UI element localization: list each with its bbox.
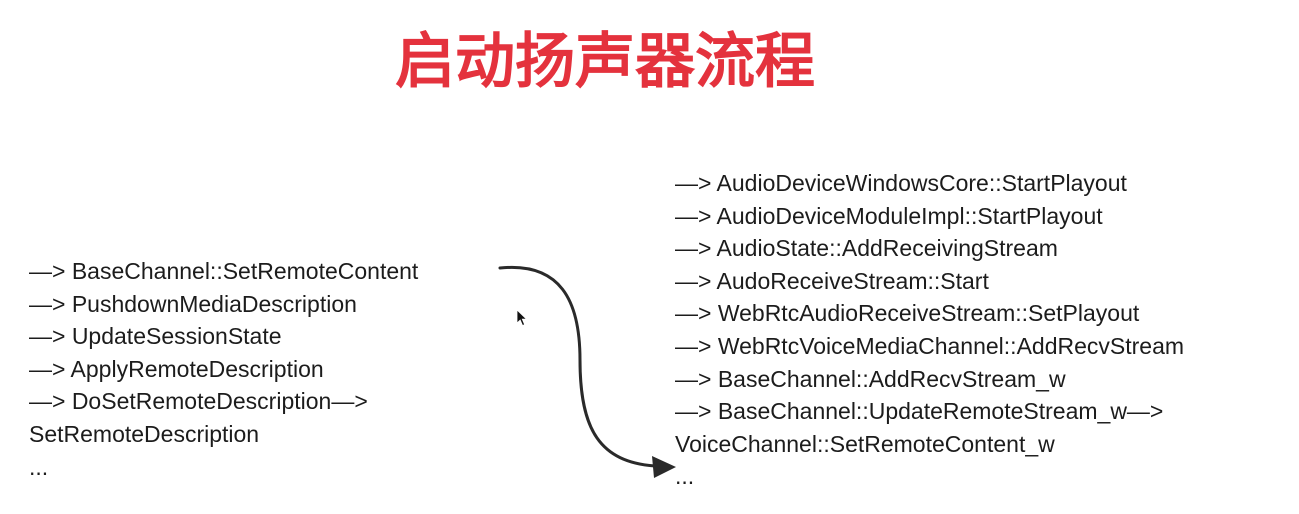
connector-arrowhead: [652, 456, 676, 478]
left-step-5: —> DoSetRemoteDescription—>: [29, 388, 368, 415]
left-call-chain: —> BaseChannel::SetRemoteContent —> Push…: [29, 255, 418, 483]
right-step-1: —> AudioDeviceWindowsCore::StartPlayout: [675, 170, 1127, 196]
right-step-4: —> AudoReceiveStream::Start: [675, 267, 989, 294]
right-call-chain: —> AudioDeviceWindowsCore::StartPlayout …: [675, 167, 1184, 493]
right-step-2: —> AudioDeviceModuleImpl::StartPlayout: [675, 202, 1103, 229]
left-step-6: SetRemoteDescription: [29, 420, 260, 447]
right-step-7: —> BaseChannel::AddRecvStream_w: [675, 365, 1066, 392]
right-step-5: —> WebRtcAudioReceiveStream::SetPlayout: [675, 300, 1140, 327]
left-step-1: —> BaseChannel::SetRemoteContent: [29, 258, 419, 284]
left-step-ellipsis: ...: [29, 453, 49, 480]
left-step-3: —> UpdateSessionState: [29, 323, 282, 350]
right-step-ellipsis: ...: [675, 463, 695, 490]
left-step-2: —> PushdownMediaDescription: [29, 290, 357, 317]
right-step-6: —> WebRtcVoiceMediaChannel::AddRecvStrea…: [675, 332, 1185, 359]
page-title: 启动扬声器流程: [395, 27, 815, 97]
mouse-pointer-icon: [516, 309, 528, 327]
left-step-4: —> ApplyRemoteDescription: [29, 355, 324, 382]
right-step-3: —> AudioState::AddReceivingStream: [675, 235, 1058, 262]
right-step-8: —> BaseChannel::UpdateRemoteStream_w—>: [675, 398, 1164, 425]
connector-curve: [498, 265, 657, 468]
right-step-9: VoiceChannel::SetRemoteContent_w: [675, 430, 1055, 457]
